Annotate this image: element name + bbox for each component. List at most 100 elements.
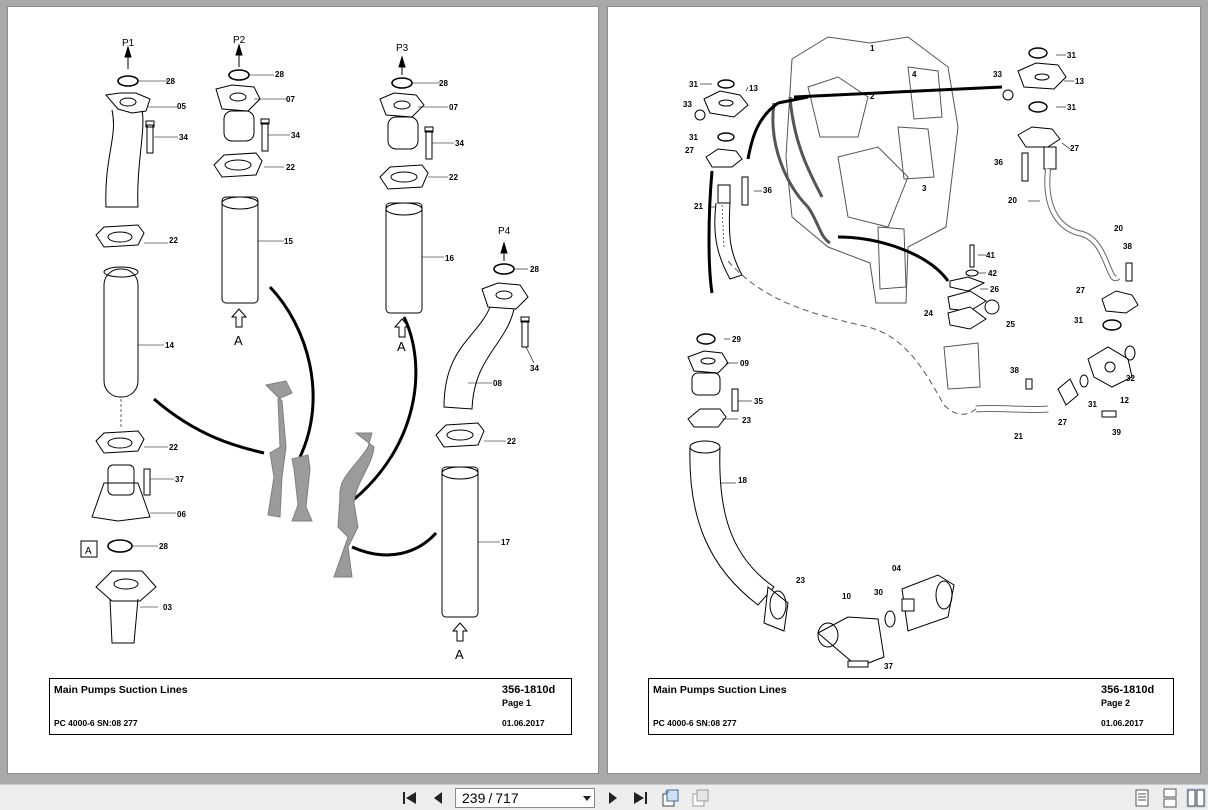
callout-34: 34	[291, 131, 300, 140]
callout-23: 23	[796, 576, 805, 585]
callout-05: 05	[177, 102, 186, 111]
document-page-right: 1 2 3 4 31 13 33 31 27 36 21 33 31 13 31…	[607, 6, 1201, 774]
callout-33: 33	[683, 100, 692, 109]
callout-22: 22	[507, 437, 516, 446]
callout-31: 31	[1067, 51, 1076, 60]
document-page-left: P1 28 05 34 22 14 22 37 06 A 28 03 P2 28…	[7, 6, 599, 774]
callout-36: 36	[994, 158, 1003, 167]
parts-diagram-left: P1 28 05 34 22 14 22 37 06 A 28 03 P2 28…	[80, 35, 539, 662]
document-date: 01.06.2017	[1101, 718, 1144, 728]
callout-33: 33	[993, 70, 1002, 79]
callout-03: 03	[163, 603, 172, 612]
rotate-back-icon[interactable]	[690, 788, 710, 808]
callout-38: 38	[1010, 366, 1019, 375]
document-code: 356-1810d	[1101, 684, 1155, 696]
callout-16: 16	[445, 254, 454, 263]
callout-28: 28	[530, 265, 539, 274]
callout-20: 20	[1008, 196, 1017, 205]
marker-a: A	[397, 339, 406, 354]
callout-24: 24	[924, 309, 933, 318]
current-page: 239	[462, 790, 486, 806]
callout-21: 21	[1014, 432, 1023, 441]
callout-36: 36	[763, 186, 772, 195]
callout-27: 27	[685, 146, 694, 155]
next-page-icon[interactable]	[603, 788, 623, 808]
callout-10: 10	[842, 592, 851, 601]
marker-a: A	[455, 647, 464, 662]
callout-12: 12	[1120, 396, 1129, 405]
callout-34: 34	[455, 139, 464, 148]
machine-model: PC 4000-6 SN:08 277	[653, 718, 737, 728]
callout-35: 35	[754, 397, 763, 406]
callout-17: 17	[501, 538, 510, 547]
callout-04: 04	[892, 564, 901, 573]
callout-22: 22	[169, 236, 178, 245]
callout-29: 29	[732, 335, 741, 344]
callout-14: 14	[165, 341, 174, 350]
callout-37: 37	[884, 662, 893, 671]
callout-06: 06	[177, 510, 186, 519]
callout-22: 22	[286, 163, 295, 172]
callout-23: 23	[742, 416, 751, 425]
callout-3: 3	[922, 184, 927, 193]
previous-page-icon[interactable]	[428, 788, 448, 808]
callout-15: 15	[284, 237, 293, 246]
marker-p3: P3	[396, 43, 409, 54]
title-block-left: Main Pumps Suction Lines PC 4000-6 SN:08…	[49, 678, 572, 735]
callout-27: 27	[1076, 286, 1085, 295]
callout-28: 28	[166, 77, 175, 86]
callout-08: 08	[493, 379, 502, 388]
callout-13: 13	[749, 84, 758, 93]
callout-37: 37	[175, 475, 184, 484]
callout-4: 4	[912, 70, 917, 79]
facing-pages-view-icon[interactable]	[1186, 788, 1206, 808]
total-pages: 717	[495, 790, 519, 806]
first-page-icon[interactable]	[400, 788, 420, 808]
callout-22: 22	[449, 173, 458, 182]
marker-a-box: A	[85, 546, 92, 557]
callout-31: 31	[1067, 103, 1076, 112]
callout-31: 31	[689, 80, 698, 89]
callout-28: 28	[439, 79, 448, 88]
title-block-right: Main Pumps Suction Lines PC 4000-6 SN:08…	[648, 678, 1174, 735]
page-label: Page 1	[502, 698, 532, 708]
callout-09: 09	[740, 359, 749, 368]
callout-32: 32	[1126, 374, 1135, 383]
callout-27: 27	[1058, 418, 1067, 427]
drawing-title: Main Pumps Suction Lines	[54, 684, 188, 696]
callout-28: 28	[159, 542, 168, 551]
callout-27: 27	[1070, 144, 1079, 153]
marker-a: A	[234, 333, 243, 348]
callout-28: 28	[275, 70, 284, 79]
callout-38: 38	[1123, 242, 1132, 251]
single-page-view-icon[interactable]	[1132, 788, 1152, 808]
continuous-view-icon[interactable]	[1160, 788, 1180, 808]
callout-21: 21	[694, 202, 703, 211]
callout-39: 39	[1112, 428, 1121, 437]
rotate-icon[interactable]	[660, 788, 680, 808]
machine-model: PC 4000-6 SN:08 277	[54, 718, 138, 728]
marker-p2: P2	[233, 35, 246, 46]
callout-25: 25	[1006, 320, 1015, 329]
callout-31: 31	[1088, 400, 1097, 409]
callout-31: 31	[689, 133, 698, 142]
document-date: 01.06.2017	[502, 718, 545, 728]
last-page-icon[interactable]	[630, 788, 650, 808]
callout-22: 22	[169, 443, 178, 452]
callout-20: 20	[1114, 224, 1123, 233]
chevron-down-icon	[583, 796, 591, 801]
marker-p4: P4	[498, 226, 511, 237]
callout-13: 13	[1075, 77, 1084, 86]
callout-42: 42	[988, 269, 997, 278]
document-code: 356-1810d	[502, 684, 556, 696]
callout-2: 2	[870, 92, 875, 101]
viewer-toolbar: 239/717	[0, 784, 1208, 810]
callout-07: 07	[286, 95, 295, 104]
callout-1: 1	[870, 44, 875, 53]
callout-41: 41	[986, 251, 995, 260]
page-number-selector[interactable]: 239/717	[455, 788, 595, 808]
callout-18: 18	[738, 476, 747, 485]
callout-34: 34	[179, 133, 188, 142]
callout-30: 30	[874, 588, 883, 597]
page-separator: /	[488, 790, 493, 806]
